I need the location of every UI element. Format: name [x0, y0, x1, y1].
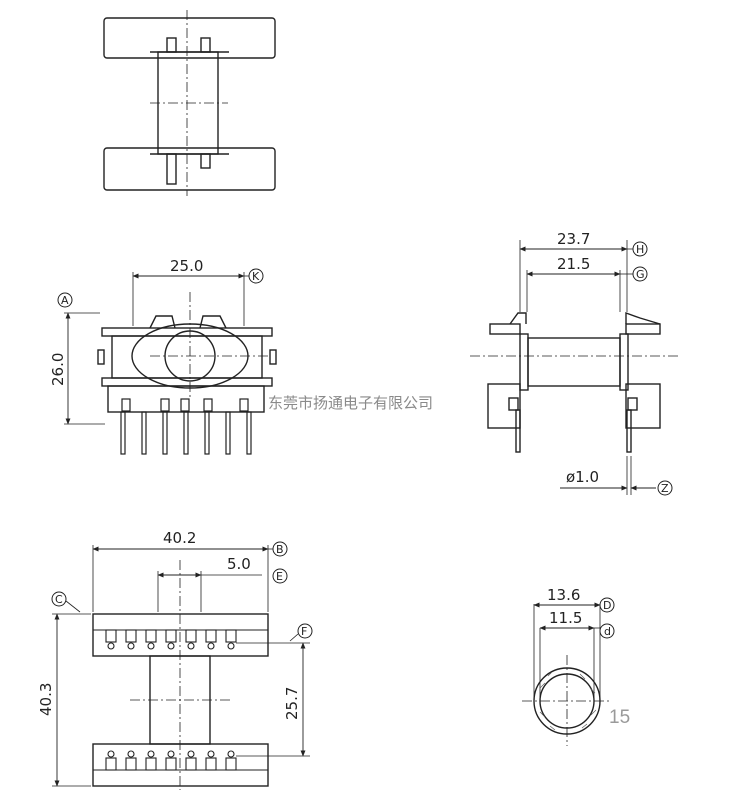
dim-23-7: 23.7 — [557, 230, 590, 248]
tag-z: Z — [657, 480, 673, 496]
company-watermark: 东莞市扬通电子有限公司 — [268, 394, 433, 412]
tag-a: A — [57, 292, 73, 308]
bottom-view — [52, 545, 310, 790]
front-view — [64, 272, 277, 425]
section-view-hatch — [539, 671, 597, 731]
svg-text:G: G — [636, 268, 645, 281]
dim-phi-1-0: ø1.0 — [566, 468, 599, 486]
svg-text:C: C — [55, 593, 63, 606]
bottom-view-pins — [105, 629, 237, 771]
tag-h: H — [627, 241, 648, 257]
tag-c: C — [51, 591, 81, 613]
svg-text:E: E — [276, 570, 283, 583]
tag-d-upper: D — [599, 597, 615, 613]
dim-25-0: 25.0 — [170, 257, 203, 275]
tag-b: B — [268, 541, 288, 557]
tag-e: E — [272, 568, 288, 584]
dim-25-7: 25.7 — [283, 687, 301, 720]
svg-text:F: F — [301, 625, 307, 638]
tag-d-lower: d — [594, 623, 615, 639]
tag-k: K — [244, 268, 264, 284]
dim-40-3: 40.3 — [37, 683, 55, 716]
svg-text:B: B — [276, 543, 284, 556]
top-view — [103, 10, 276, 196]
dim-40-2: 40.2 — [163, 529, 196, 547]
dim-5-0: 5.0 — [227, 555, 251, 573]
svg-text:d: d — [604, 625, 611, 638]
svg-text:H: H — [636, 243, 644, 256]
page-number: 15 — [609, 707, 630, 728]
front-view-pins — [120, 398, 252, 455]
svg-text:K: K — [252, 270, 260, 283]
tag-g: G — [620, 266, 648, 282]
dim-13-6: 13.6 — [547, 586, 580, 604]
svg-text:D: D — [603, 599, 611, 612]
svg-text:A: A — [61, 294, 69, 307]
dim-21-5: 21.5 — [557, 255, 590, 273]
side-view — [470, 240, 680, 495]
tag-f: F — [289, 623, 313, 642]
dim-11-5: 11.5 — [549, 609, 582, 627]
svg-text:Z: Z — [661, 482, 669, 495]
dim-26-0: 26.0 — [49, 353, 67, 386]
